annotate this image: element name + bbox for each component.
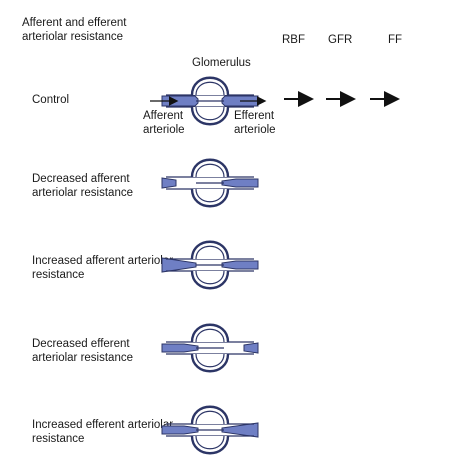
row-label-control: Control: [32, 94, 70, 106]
row-label-decreased-efferent: Decreased efferent arteriolar resistance: [32, 338, 133, 364]
glomerulus-upper-loop: [190, 76, 230, 96]
glomerulus-symbol-decreased-efferent: [161, 323, 259, 373]
row-label-increased-afferent: Increased afferent arteriolar resistance: [32, 255, 174, 281]
column-header-gfr: GFR: [328, 34, 353, 46]
row-label-increased-efferent: Increased efferent arteriolar resistance: [32, 419, 174, 445]
glomerulus-label: Glomerulus: [192, 57, 251, 69]
column-header-ff: FF: [388, 34, 403, 46]
glomerulus-symbol-increased-afferent: [161, 240, 259, 290]
glomerulus-symbol-decreased-afferent: [161, 158, 259, 208]
glomerulus-lower-loop: [190, 106, 230, 126]
row-label-decreased-afferent: Decreased afferent arteriolar resistance: [32, 173, 133, 199]
efferent-arteriole-label: Efferent arteriole: [234, 110, 276, 136]
diagram-title: Afferent and efferent arteriolar resista…: [22, 17, 127, 43]
glomerulus-symbol-increased-efferent: [161, 405, 259, 455]
glomerulus-symbol-control: [150, 76, 267, 126]
afferent-arteriole-label: Afferent arteriole: [143, 110, 185, 136]
column-header-rbf: RBF: [282, 34, 305, 46]
